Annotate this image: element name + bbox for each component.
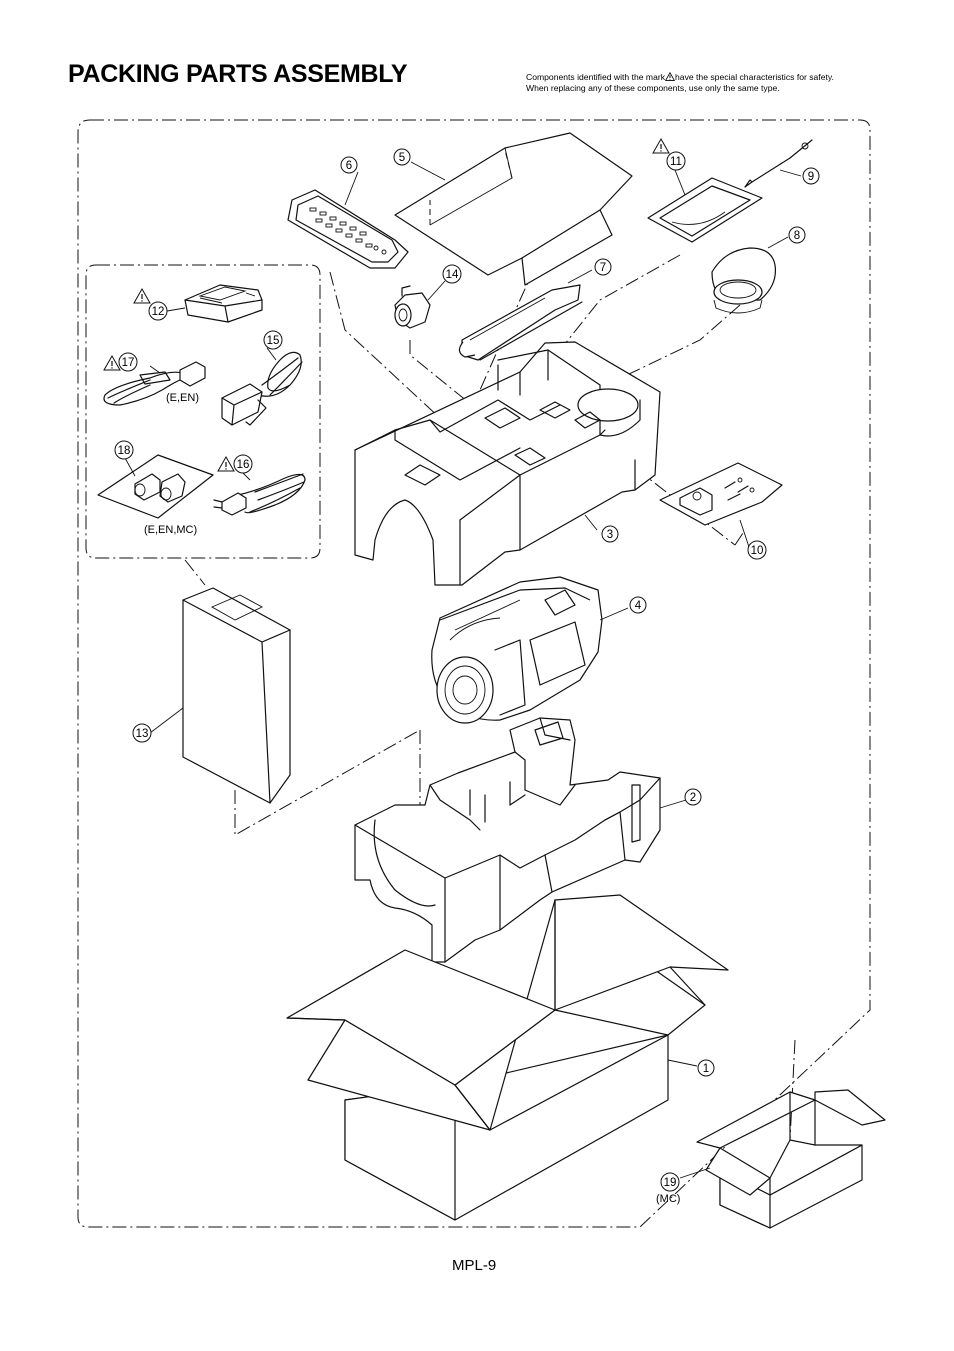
callout-7: 7 — [594, 258, 612, 276]
callouts: 1 2 3 4 5 6 7 8 9 10 11 12 13 14 15 16 1… — [114, 148, 820, 1192]
part-9-stylus — [744, 139, 813, 188]
callout-1-label: 1 — [703, 1063, 709, 1075]
part-3-upper-cushion — [354, 341, 661, 586]
part-10-screw-bag — [659, 462, 783, 526]
callout-8-label: 8 — [794, 230, 800, 242]
variant-label-18: (E,EN,MC) — [144, 524, 197, 536]
warning-triangle-icon — [665, 72, 676, 81]
part-11-memory-card — [647, 177, 763, 243]
part-16-ac-cord — [213, 473, 306, 516]
callout-18-label: 18 — [118, 445, 131, 457]
part-6-remote-control — [287, 189, 409, 269]
callout-1: 1 — [697, 1059, 715, 1077]
part-1-carton-box — [286, 894, 729, 1221]
callout-13: 13 — [132, 723, 152, 743]
part-15-ac-adaptor — [221, 351, 303, 426]
callout-16: 16 — [233, 454, 253, 474]
callout-19-label: 19 — [664, 1177, 677, 1189]
warning-triangle-icon — [217, 456, 235, 472]
callout-14: 14 — [442, 264, 462, 284]
callout-12: 12 — [148, 301, 168, 321]
part-7-shoulder-strap — [458, 284, 583, 361]
callout-17-label: 17 — [122, 357, 135, 369]
callout-10-label: 10 — [751, 545, 764, 557]
variant-label-17: (E,EN) — [166, 392, 199, 404]
accessories-boundary — [85, 264, 321, 559]
callout-13-label: 13 — [136, 728, 149, 740]
safety-note-text-before: Components identified with the mark — [526, 72, 666, 82]
callout-leader-lines — [124, 161, 802, 1179]
callout-19: 19 — [660, 1172, 680, 1192]
callout-5: 5 — [393, 148, 411, 166]
callout-6: 6 — [340, 156, 358, 174]
warning-triangle-icon — [133, 288, 151, 304]
callout-4: 4 — [629, 596, 647, 614]
variant-label-19: (MC) — [656, 1193, 680, 1205]
part-8-eyecup — [711, 247, 777, 314]
assembly-boundary — [77, 119, 871, 1228]
part-5-instruction-book — [394, 132, 633, 286]
safety-note-line-2: When replacing any of these components, … — [526, 82, 780, 93]
part-12-battery-charger — [184, 284, 263, 323]
page-title: PACKING PARTS ASSEMBLY — [68, 60, 408, 88]
callout-2-label: 2 — [690, 792, 696, 804]
safety-note: Components identified with the mark have … — [526, 72, 834, 93]
part-17-ac-cord — [103, 361, 206, 406]
callout-9-label: 9 — [808, 171, 814, 183]
callout-8: 8 — [788, 226, 806, 244]
callout-15: 15 — [263, 330, 283, 350]
callout-15-label: 15 — [267, 335, 280, 347]
callout-6-label: 6 — [346, 160, 352, 172]
callout-9: 9 — [802, 167, 820, 185]
safety-note-line-1: Components identified with the mark have … — [526, 72, 834, 83]
part-14-ferrite-core — [394, 285, 431, 329]
callout-3-label: 3 — [607, 529, 613, 541]
callout-3: 3 — [601, 525, 619, 543]
page-number: MPL-9 — [452, 1257, 497, 1274]
callout-12-label: 12 — [152, 306, 165, 318]
callout-5-label: 5 — [399, 152, 405, 164]
callout-11-label: 11 — [670, 156, 682, 168]
callout-14-label: 14 — [446, 269, 459, 281]
warning-triangle-icon — [652, 138, 670, 154]
part-18-ferrite-core-bag — [97, 454, 214, 519]
callout-16-label: 16 — [237, 459, 250, 471]
part-2-lower-cushion — [354, 717, 661, 963]
part-13-document-box — [182, 587, 291, 804]
callout-11: 11 — [666, 151, 686, 171]
callout-2: 2 — [684, 788, 702, 806]
safety-note-text-after: have the special characteristics for saf… — [675, 72, 834, 82]
part-4-camcorder — [431, 576, 603, 724]
callout-7-label: 7 — [600, 262, 606, 274]
warning-triangle-icon — [103, 355, 121, 371]
callout-17: 17 — [118, 352, 138, 372]
callout-18: 18 — [114, 440, 134, 460]
callout-10: 10 — [747, 540, 767, 560]
part-19-small-carton — [696, 1089, 886, 1229]
callout-4-label: 4 — [635, 600, 642, 612]
